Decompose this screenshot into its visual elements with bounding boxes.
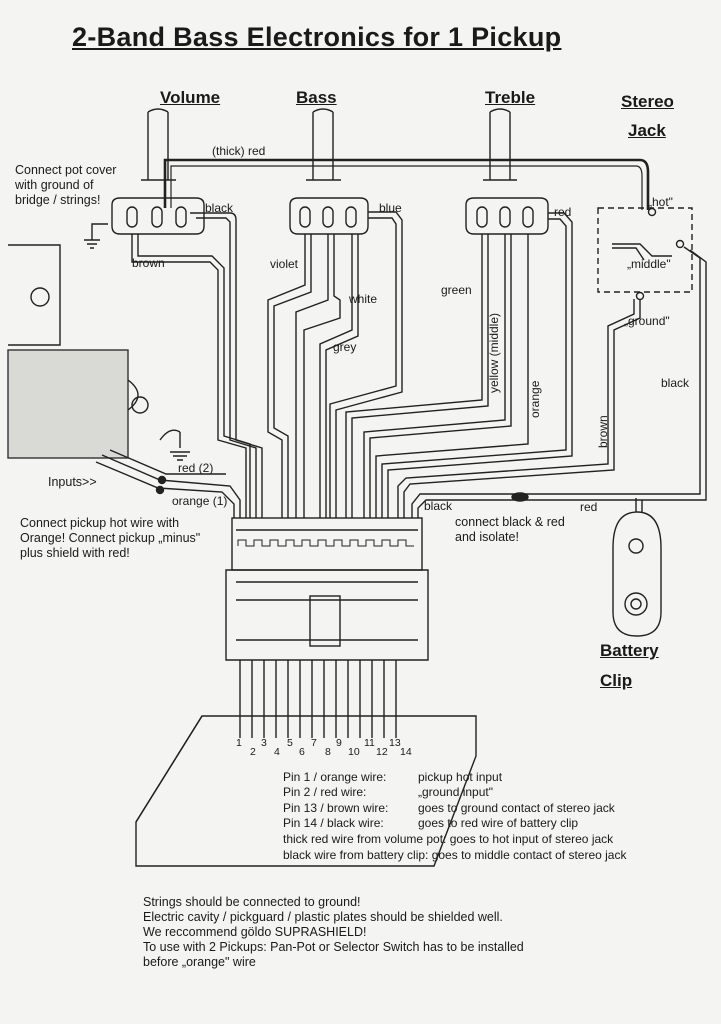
wire-label-orange: orange	[528, 380, 542, 418]
footer-line: To use with 2 Pickups: Pan-Pot or Select…	[143, 940, 524, 954]
note-line: plus shield with red!	[20, 546, 130, 560]
pin-desc: „ground input"	[418, 785, 493, 799]
pin-wire: Pin 1 / orange wire:	[283, 770, 387, 784]
wire-label-thick-red: (thick) red	[212, 144, 266, 158]
note-line: Orange! Connect pickup „minus"	[20, 531, 201, 545]
treble-pot	[465, 108, 549, 235]
battery-heading-line2: Clip	[600, 671, 633, 690]
pin-desc: goes to red wire of battery clip	[418, 816, 579, 830]
pin-number: 9	[336, 737, 342, 749]
stereo-jack-heading-line1: Stereo	[621, 92, 674, 111]
bass-heading: Bass	[296, 88, 337, 107]
pin-table-row: Pin 14 / black wire: goes to red wire of …	[283, 816, 578, 830]
wire-label-black-right: black	[661, 376, 690, 390]
pin-number: 8	[325, 746, 331, 758]
stereo-jack-heading-line2: Jack	[628, 121, 666, 140]
wire-label-green: green	[441, 283, 472, 297]
jack-label-hot: „hot"	[648, 195, 673, 209]
note-line: Connect pot cover	[15, 163, 117, 177]
volume-pot	[84, 108, 205, 249]
pin-desc: goes to ground contact of stereo jack	[418, 801, 615, 815]
note-inputs: Inputs>>	[48, 475, 97, 489]
volume-heading: Volume	[160, 88, 221, 107]
wire-label-black-battery: black	[424, 499, 453, 513]
pin-table-row: Pin 13 / brown wire: goes to ground conta…	[283, 801, 615, 815]
pin-number: 3	[261, 737, 267, 749]
pin-number: 6	[299, 746, 305, 758]
note-line: and isolate!	[455, 530, 519, 544]
note-pickup-hot: Connect pickup hot wire with Orange! Con…	[20, 516, 200, 561]
pin-number: 13	[389, 737, 401, 749]
pickup-body	[7, 244, 149, 459]
page-title: 2-Band Bass Electronics for 1 Pickup	[72, 22, 562, 52]
wire-label-brown-vertical: brown	[596, 415, 610, 448]
pin-wire: Pin 13 / brown wire:	[283, 801, 389, 815]
pin-number: 11	[364, 737, 375, 749]
wire-label-red-battery: red	[580, 500, 598, 514]
pin-number: 14	[400, 746, 412, 758]
wire-label-red-treble: red	[554, 205, 572, 219]
note-line: Connect pickup hot wire with	[20, 516, 180, 530]
pin-number: 5	[287, 737, 293, 749]
bass-pot	[289, 108, 369, 235]
wire-label-black-volume: black	[205, 201, 234, 215]
wire-label-blue: blue	[379, 201, 402, 215]
pin-number: 4	[274, 746, 280, 758]
treble-heading: Treble	[485, 88, 536, 107]
note-line: bridge / strings!	[15, 193, 101, 207]
wire-label-red-2: red (2)	[178, 461, 214, 475]
pin-number: 12	[376, 746, 388, 758]
wire-label-white: white	[349, 292, 378, 306]
footer-line: Strings should be connected to ground!	[143, 895, 361, 909]
pin-number: 2	[250, 746, 256, 758]
wire-label-yellow-middle: yellow (middle)	[487, 312, 501, 393]
note-line: with ground of	[15, 178, 94, 192]
circuit-board	[135, 715, 477, 867]
jack-label-middle: „middle"	[627, 257, 671, 271]
footer-line: Electric cavity / pickguard / plastic pl…	[143, 910, 503, 924]
pin-extra-line: black wire from battery clip: goes to mi…	[283, 848, 627, 862]
pin-number: 1	[236, 737, 242, 749]
wire-label-violet: violet	[270, 257, 299, 271]
battery-clip	[612, 511, 662, 637]
pin-number: 7	[311, 737, 317, 749]
note-connect-black-red: connect black & red and isolate!	[455, 515, 565, 545]
stereo-jack	[597, 207, 693, 301]
note-pot-cover: Connect pot cover with ground of bridge …	[15, 163, 116, 208]
wire-label-grey: grey	[333, 340, 357, 354]
battery-heading-line1: Battery	[600, 641, 659, 660]
connector-block	[225, 517, 429, 738]
pin-wire: Pin 14 / black wire:	[283, 816, 384, 830]
pin-table-row: Pin 2 / red wire: „ground input"	[283, 785, 493, 799]
footer-line: We reccommend göldo SUPRASHIELD!	[143, 925, 367, 939]
pin-extra-line: thick red wire from volume pot: goes to …	[283, 832, 614, 846]
pin-wire: Pin 2 / red wire:	[283, 785, 367, 799]
pin-desc: pickup hot input	[418, 770, 503, 784]
footer-notes: Strings should be connected to ground! E…	[143, 895, 524, 970]
jack-label-ground: „ground"	[624, 314, 670, 328]
footer-line: before „orange" wire	[143, 955, 256, 969]
wire-label-brown: brown	[132, 256, 165, 270]
pin-number: 10	[348, 746, 360, 758]
wire-label-orange-1: orange (1)	[172, 494, 228, 508]
pin-table-row: Pin 1 / orange wire: pickup hot input	[283, 770, 502, 784]
note-line: connect black & red	[455, 515, 565, 529]
